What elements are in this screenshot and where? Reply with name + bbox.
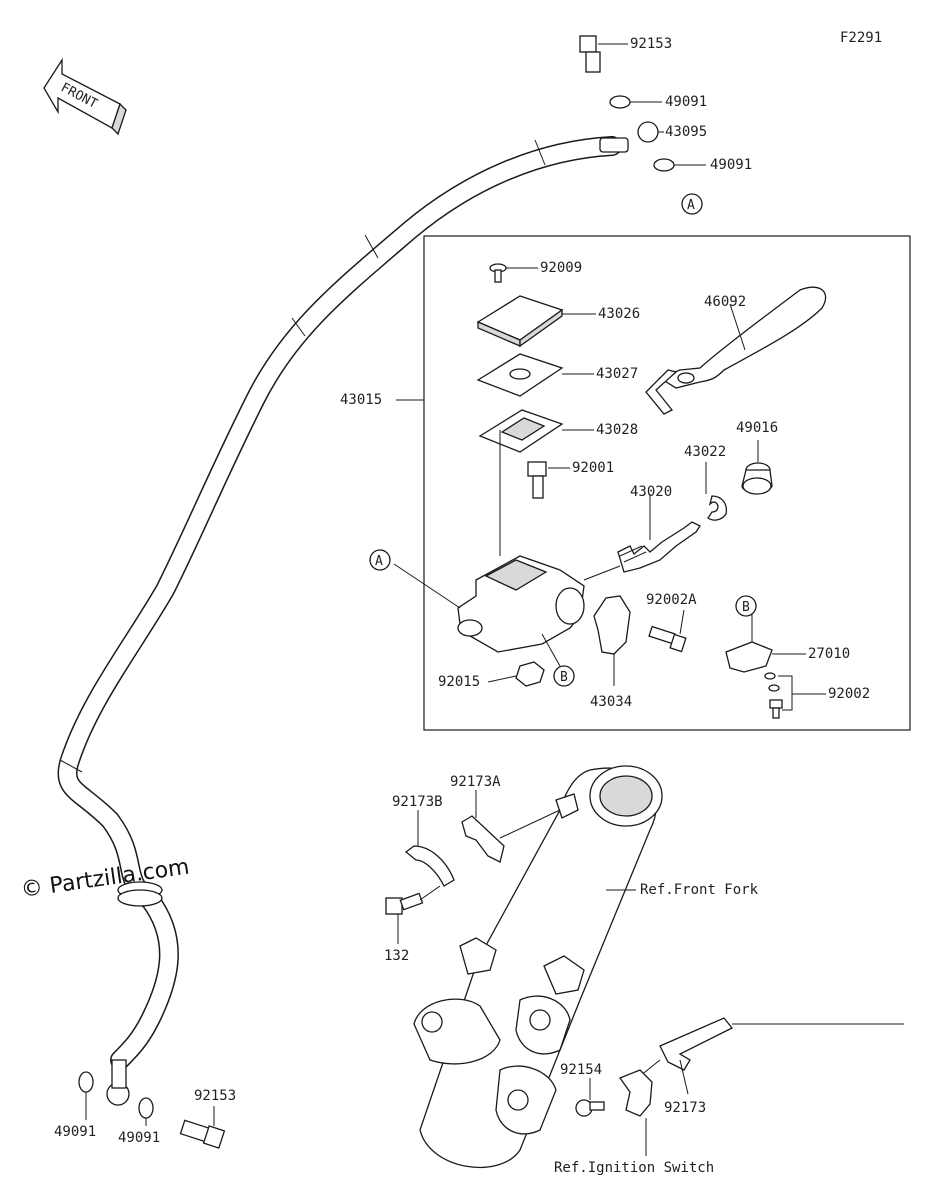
ref-ignition-switch: Ref.Ignition Switch bbox=[554, 1160, 714, 1176]
switch-screws bbox=[764, 672, 826, 719]
part-label-92015: 92015 bbox=[438, 674, 480, 690]
part-label-92173: 92173 bbox=[664, 1100, 706, 1116]
holder bbox=[593, 595, 631, 686]
part-label-49016: 49016 bbox=[736, 420, 778, 436]
screw-92009 bbox=[489, 263, 538, 283]
part-label-43015: 43015 bbox=[340, 392, 382, 408]
brake-hose bbox=[57, 136, 629, 1070]
part-label-49091-top2: 49091 bbox=[710, 157, 752, 173]
diagram-code: F2291 bbox=[840, 30, 882, 46]
washer-top-2 bbox=[653, 158, 675, 172]
part-label-43026: 43026 bbox=[598, 306, 640, 322]
circlip bbox=[707, 495, 728, 521]
part-label-49091-top1: 49091 bbox=[665, 94, 707, 110]
part-label-49091-bottom2: 49091 bbox=[118, 1130, 160, 1146]
pivot-bolt bbox=[527, 461, 570, 499]
front-fork bbox=[413, 765, 663, 1169]
nut bbox=[515, 661, 545, 687]
washer-bottom-2 bbox=[138, 1097, 154, 1119]
banjo-bolt-top bbox=[579, 35, 628, 73]
holder-bolt bbox=[648, 609, 687, 653]
dust-boot bbox=[741, 440, 773, 495]
ref-b-label-box-left: B bbox=[560, 670, 568, 685]
part-label-46092: 46092 bbox=[704, 294, 746, 310]
part-label-49091-bottom1: 49091 bbox=[54, 1124, 96, 1140]
ref-front-fork: Ref.Front Fork bbox=[640, 882, 759, 898]
clamp-92173A bbox=[461, 790, 505, 863]
ref-b-label-box-right: B bbox=[742, 600, 750, 615]
washer-top-1 bbox=[609, 95, 631, 109]
part-label-43028: 43028 bbox=[596, 422, 638, 438]
banjo-bolt-bottom bbox=[179, 1106, 226, 1149]
ref-circle-b-box-right bbox=[735, 595, 757, 617]
part-label-92153-bottom: 92153 bbox=[194, 1088, 236, 1104]
part-label-92173B: 92173B bbox=[392, 794, 443, 810]
ref-a-label-top: A bbox=[687, 198, 695, 213]
clamp-92173B bbox=[404, 810, 455, 887]
part-label-92173A: 92173A bbox=[450, 774, 501, 790]
washer-bottom-1 bbox=[78, 1071, 94, 1093]
part-label-92001: 92001 bbox=[572, 460, 614, 476]
bolt-132 bbox=[385, 885, 441, 944]
part-label-43095: 43095 bbox=[665, 124, 707, 140]
part-label-92002A: 92002A bbox=[646, 592, 697, 608]
part-label-132: 132 bbox=[384, 948, 409, 964]
screw-92154 bbox=[575, 1078, 605, 1117]
part-label-92153-top: 92153 bbox=[630, 36, 672, 52]
part-label-43027: 43027 bbox=[596, 366, 638, 382]
clamp-92173 bbox=[639, 1017, 904, 1095]
watermark: © Partzilla.com bbox=[19, 855, 191, 903]
brake-lever bbox=[645, 286, 827, 415]
part-label-43034: 43034 bbox=[590, 694, 632, 710]
ref-circle-a-top bbox=[681, 193, 703, 215]
ref-circle-b-box-left bbox=[553, 665, 575, 687]
banjo-fitting-bottom bbox=[106, 1059, 130, 1106]
banjo-fitting-top bbox=[637, 121, 659, 143]
ref-circle-a-box bbox=[369, 549, 391, 571]
part-label-27010: 27010 bbox=[808, 646, 850, 662]
master-cylinder-box bbox=[423, 235, 911, 731]
ref-a-label-box: A bbox=[375, 554, 383, 569]
master-cylinder-body bbox=[393, 430, 621, 653]
front-arrow-icon: FRONT bbox=[43, 57, 127, 136]
part-label-92009: 92009 bbox=[540, 260, 582, 276]
part-label-43020: 43020 bbox=[630, 484, 672, 500]
piston-assembly bbox=[617, 494, 701, 573]
part-label-92002: 92002 bbox=[828, 686, 870, 702]
brake-switch bbox=[725, 612, 806, 673]
part-label-43022: 43022 bbox=[684, 444, 726, 460]
ignition-bracket bbox=[618, 1069, 653, 1156]
part-label-92154: 92154 bbox=[560, 1062, 602, 1078]
